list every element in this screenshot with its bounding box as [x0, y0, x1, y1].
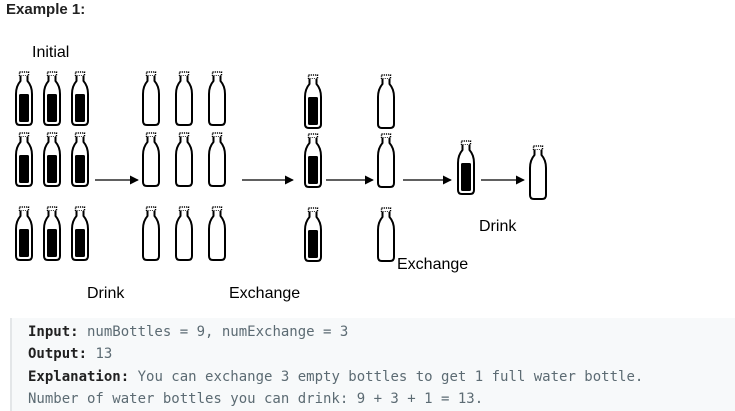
full-bottle-icon [43, 206, 61, 261]
empty-bottle-icon [142, 71, 160, 126]
full-bottle-icon [71, 132, 89, 187]
full-bottle-icon [304, 74, 322, 129]
empty-bottle-icon [142, 206, 160, 261]
full-bottle-icon [457, 140, 475, 195]
bottle-exchange-diagram: Initial Drink Exchange Exchange Drink [15, 44, 547, 302]
label-drink-1: Drink [87, 285, 125, 302]
empty-bottle-icon [377, 74, 395, 129]
label-initial: Initial [32, 44, 69, 61]
full-bottle-icon [71, 71, 89, 126]
example-code-block: Input: numBottles = 9, numExchange = 3 O… [10, 318, 735, 411]
input-line: Input: numBottles = 9, numExchange = 3 [28, 324, 348, 340]
empty-bottle-icon [175, 71, 193, 126]
empty-bottle-icon [208, 71, 226, 126]
full-bottle-icon [304, 207, 322, 262]
label-drink-2: Drink [479, 218, 517, 235]
empty-bottle-icon [142, 132, 160, 187]
output-value: 13 [87, 346, 113, 362]
explanation-value: You can exchange 3 empty bottles to get … [129, 369, 644, 385]
full-bottle-icon [15, 132, 33, 187]
input-key: Input: [28, 324, 79, 340]
bottles-layer [15, 71, 547, 262]
example-title: Example 1: [6, 1, 86, 18]
full-bottle-icon [15, 71, 33, 126]
output-line: Output: 13 [28, 346, 112, 362]
full-bottle-icon [43, 71, 61, 126]
full-bottle-icon [304, 133, 322, 188]
empty-bottle-icon [377, 133, 395, 188]
empty-bottle-icon [529, 145, 547, 200]
explanation-line: Explanation: You can exchange 3 empty bo… [28, 369, 643, 385]
explanation-line-2: Number of water bottles you can drink: 9… [28, 391, 484, 407]
explanation-key: Explanation: [28, 369, 130, 385]
empty-bottle-icon [208, 206, 226, 261]
output-key: Output: [28, 346, 88, 362]
label-exchange-1: Exchange [229, 285, 300, 302]
full-bottle-icon [43, 132, 61, 187]
label-exchange-2: Exchange [397, 256, 468, 273]
empty-bottle-icon [175, 206, 193, 261]
input-value: numBottles = 9, numExchange = 3 [78, 324, 349, 340]
full-bottle-icon [71, 206, 89, 261]
empty-bottle-icon [175, 132, 193, 187]
empty-bottle-icon [377, 207, 395, 262]
empty-bottle-icon [208, 132, 226, 187]
full-bottle-icon [15, 206, 33, 261]
